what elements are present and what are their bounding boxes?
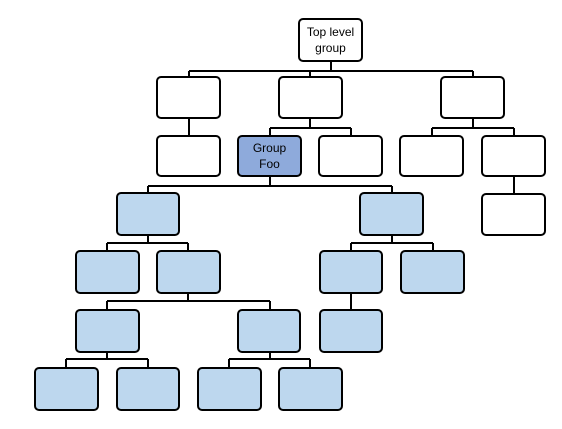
connector-group-foo-children <box>147 176 393 193</box>
node-foo-subgroup-right <box>359 192 424 236</box>
node-level3-right <box>481 193 546 236</box>
node-level4-a <box>75 250 140 294</box>
connector-lines <box>65 61 515 368</box>
node-level2-d <box>399 135 464 177</box>
node-level1-middle <box>278 76 343 119</box>
connector-level4 <box>106 293 271 310</box>
node-level1-left <box>156 76 221 119</box>
node-level2-e <box>481 135 546 177</box>
node-level2-a <box>156 135 221 177</box>
node-level1-right <box>440 76 505 119</box>
node-level2-c <box>318 135 383 177</box>
connector-left-subgroup <box>106 235 189 251</box>
node-foo-subgroup-left <box>116 192 180 236</box>
node-level5-c <box>319 309 383 353</box>
node-top-level-group <box>298 18 363 62</box>
node-labels: Top level group Group Foo <box>253 25 354 171</box>
root-label-line1: Top level <box>307 25 354 39</box>
connector-level5-left <box>65 352 149 368</box>
node-level4-c <box>319 250 383 294</box>
connector-middle-branch <box>269 118 352 136</box>
group-foo-label-line1: Group <box>253 141 287 155</box>
connector-right-branch <box>431 118 515 136</box>
connector-level5-right <box>228 352 311 368</box>
node-level6-a <box>34 367 99 411</box>
node-boxes <box>34 18 546 411</box>
node-level4-d <box>400 250 465 294</box>
node-level5-b <box>237 309 301 353</box>
node-level6-b <box>116 367 180 411</box>
node-level6-c <box>197 367 262 411</box>
node-group-foo <box>237 135 302 177</box>
connector-root-children <box>188 61 474 77</box>
node-level6-d <box>278 367 343 411</box>
node-level4-b <box>156 250 221 294</box>
root-label-line2: group <box>315 41 346 55</box>
group-foo-label-line2: Foo <box>259 157 280 171</box>
connector-right-subgroup <box>350 235 434 251</box>
node-level5-a <box>75 309 140 353</box>
